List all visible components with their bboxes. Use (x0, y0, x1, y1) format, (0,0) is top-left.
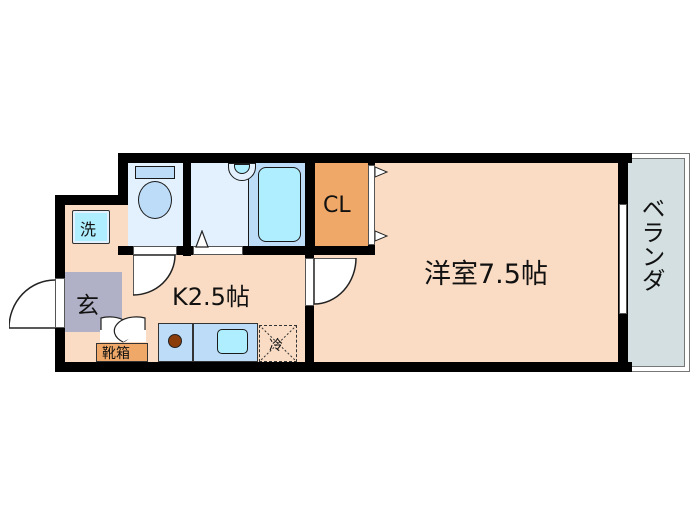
entrance-label: 玄 (76, 293, 99, 319)
counter-divider (192, 323, 194, 362)
closet-door[interactable] (368, 165, 375, 245)
front-door[interactable] (55, 278, 65, 328)
door-swing-icon (314, 258, 357, 305)
kitchen-label: K2.5帖 (172, 283, 250, 311)
toilet-bowl (138, 181, 172, 219)
wall-toilet-bath (183, 153, 191, 256)
sink (217, 329, 248, 354)
balcony-label: ベランダ (637, 196, 665, 292)
washer (72, 210, 110, 244)
fridge-label: 冷 (269, 338, 283, 354)
door-swing-icon (133, 255, 176, 296)
western-room-label: 洋室7.5帖 (424, 259, 548, 290)
shoe-box (96, 343, 148, 362)
balcony-window (619, 204, 627, 314)
door-toilet[interactable] (133, 246, 177, 255)
closet-label: CL (323, 193, 351, 218)
wall-left-step (55, 195, 128, 205)
fridge-cross-icon (259, 325, 297, 362)
door-western-room[interactable] (305, 258, 314, 306)
toilet-tank (135, 166, 175, 179)
washer-label: 洗 (80, 220, 97, 239)
door-triangle-icon (195, 230, 209, 248)
wall-top (118, 153, 632, 163)
door-swing-icon (9, 279, 56, 329)
closet-door-icon (375, 166, 389, 242)
shoe-box-door-icon (100, 316, 146, 343)
closet (315, 163, 368, 246)
bath-tub (258, 167, 301, 242)
wall-left-upper (118, 153, 128, 205)
stove-burner-icon (168, 334, 182, 348)
wall-bottom (55, 362, 632, 372)
shoe-box-label: 靴箱 (102, 346, 130, 362)
fridge-space (259, 325, 297, 362)
door-bathroom[interactable] (193, 246, 243, 255)
